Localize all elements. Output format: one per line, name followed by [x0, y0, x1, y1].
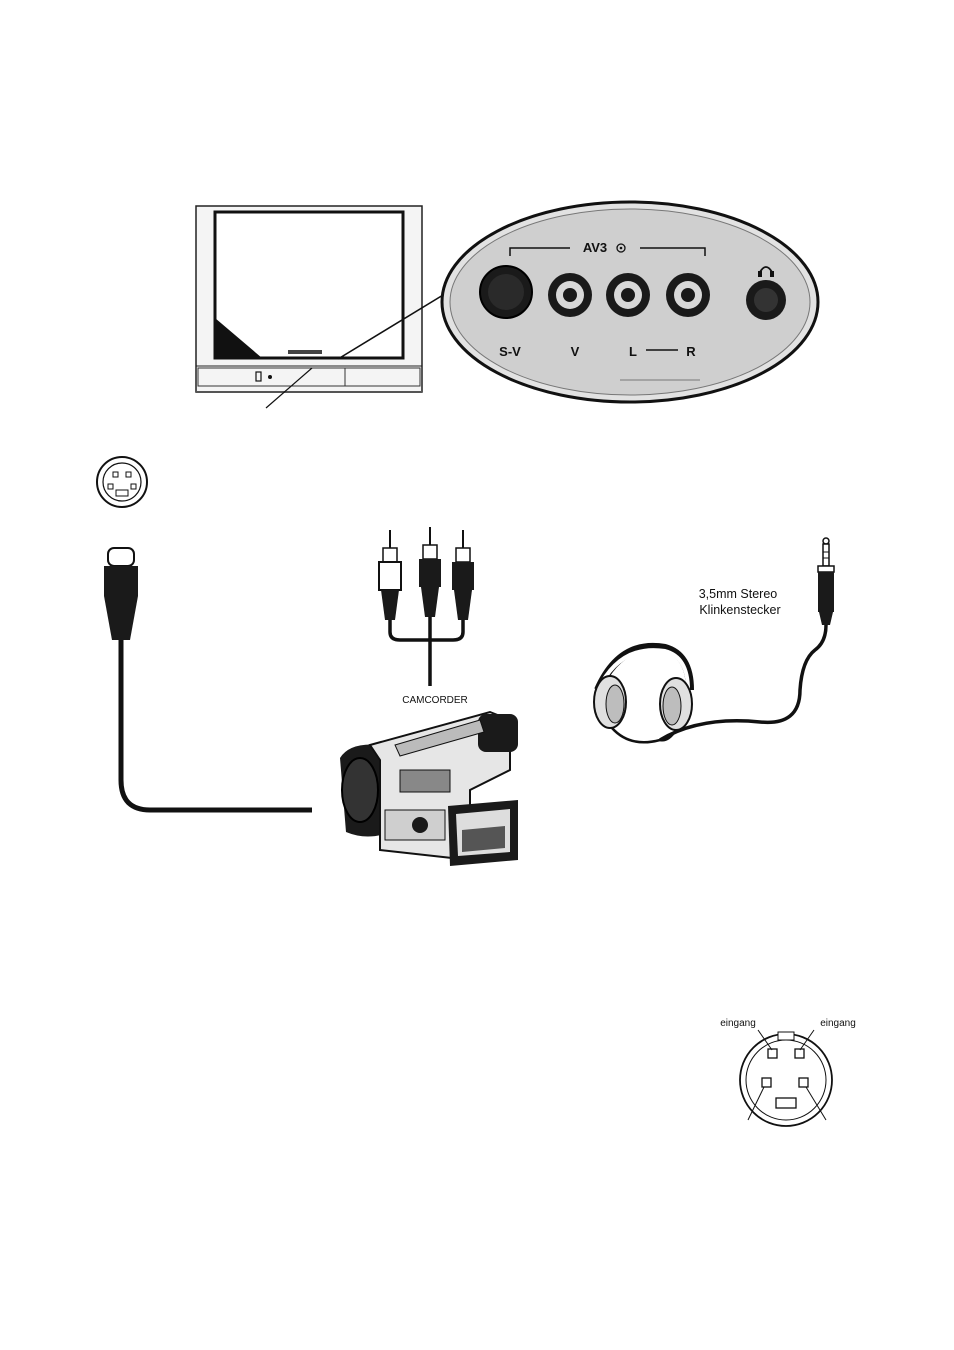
pin-key	[776, 1098, 796, 1108]
pin-1	[768, 1049, 777, 1058]
s-video-socket-icon	[97, 457, 147, 507]
jack-label-l: L	[629, 344, 637, 359]
tv-logo	[288, 350, 322, 354]
audio-left-rca-socket	[606, 273, 650, 317]
rca-cable-bundle	[379, 527, 474, 686]
jack-label-v: V	[571, 344, 580, 359]
s-video-cable	[104, 548, 312, 810]
jack-label-r: R	[686, 344, 696, 359]
pin-2	[795, 1049, 804, 1058]
plug-label-line2: Klinkenstecker	[699, 603, 780, 617]
pin-label-right: eingang	[820, 1018, 856, 1029]
panel-title: AV3	[583, 240, 607, 255]
pin-4	[799, 1078, 808, 1087]
power-led-icon	[268, 375, 272, 379]
headphone-jack	[746, 280, 786, 320]
jack-label-sv: S-V	[499, 344, 521, 359]
tv-set	[196, 206, 448, 408]
video-rca-socket	[548, 273, 592, 317]
plug-label-line1: 3,5mm Stereo	[699, 587, 778, 601]
s-video-socket	[480, 266, 532, 318]
headphones	[594, 625, 826, 742]
s-video-pin-diagram	[740, 1030, 832, 1126]
headphone-plug	[818, 538, 834, 625]
audio-right-rca-socket	[666, 273, 710, 317]
pin-3	[762, 1078, 771, 1087]
camcorder-label: CAMCORDER	[402, 695, 468, 706]
pin-label-left: eingang	[720, 1018, 756, 1029]
av3-panel: AV3	[442, 202, 818, 402]
camcorder	[340, 712, 518, 866]
